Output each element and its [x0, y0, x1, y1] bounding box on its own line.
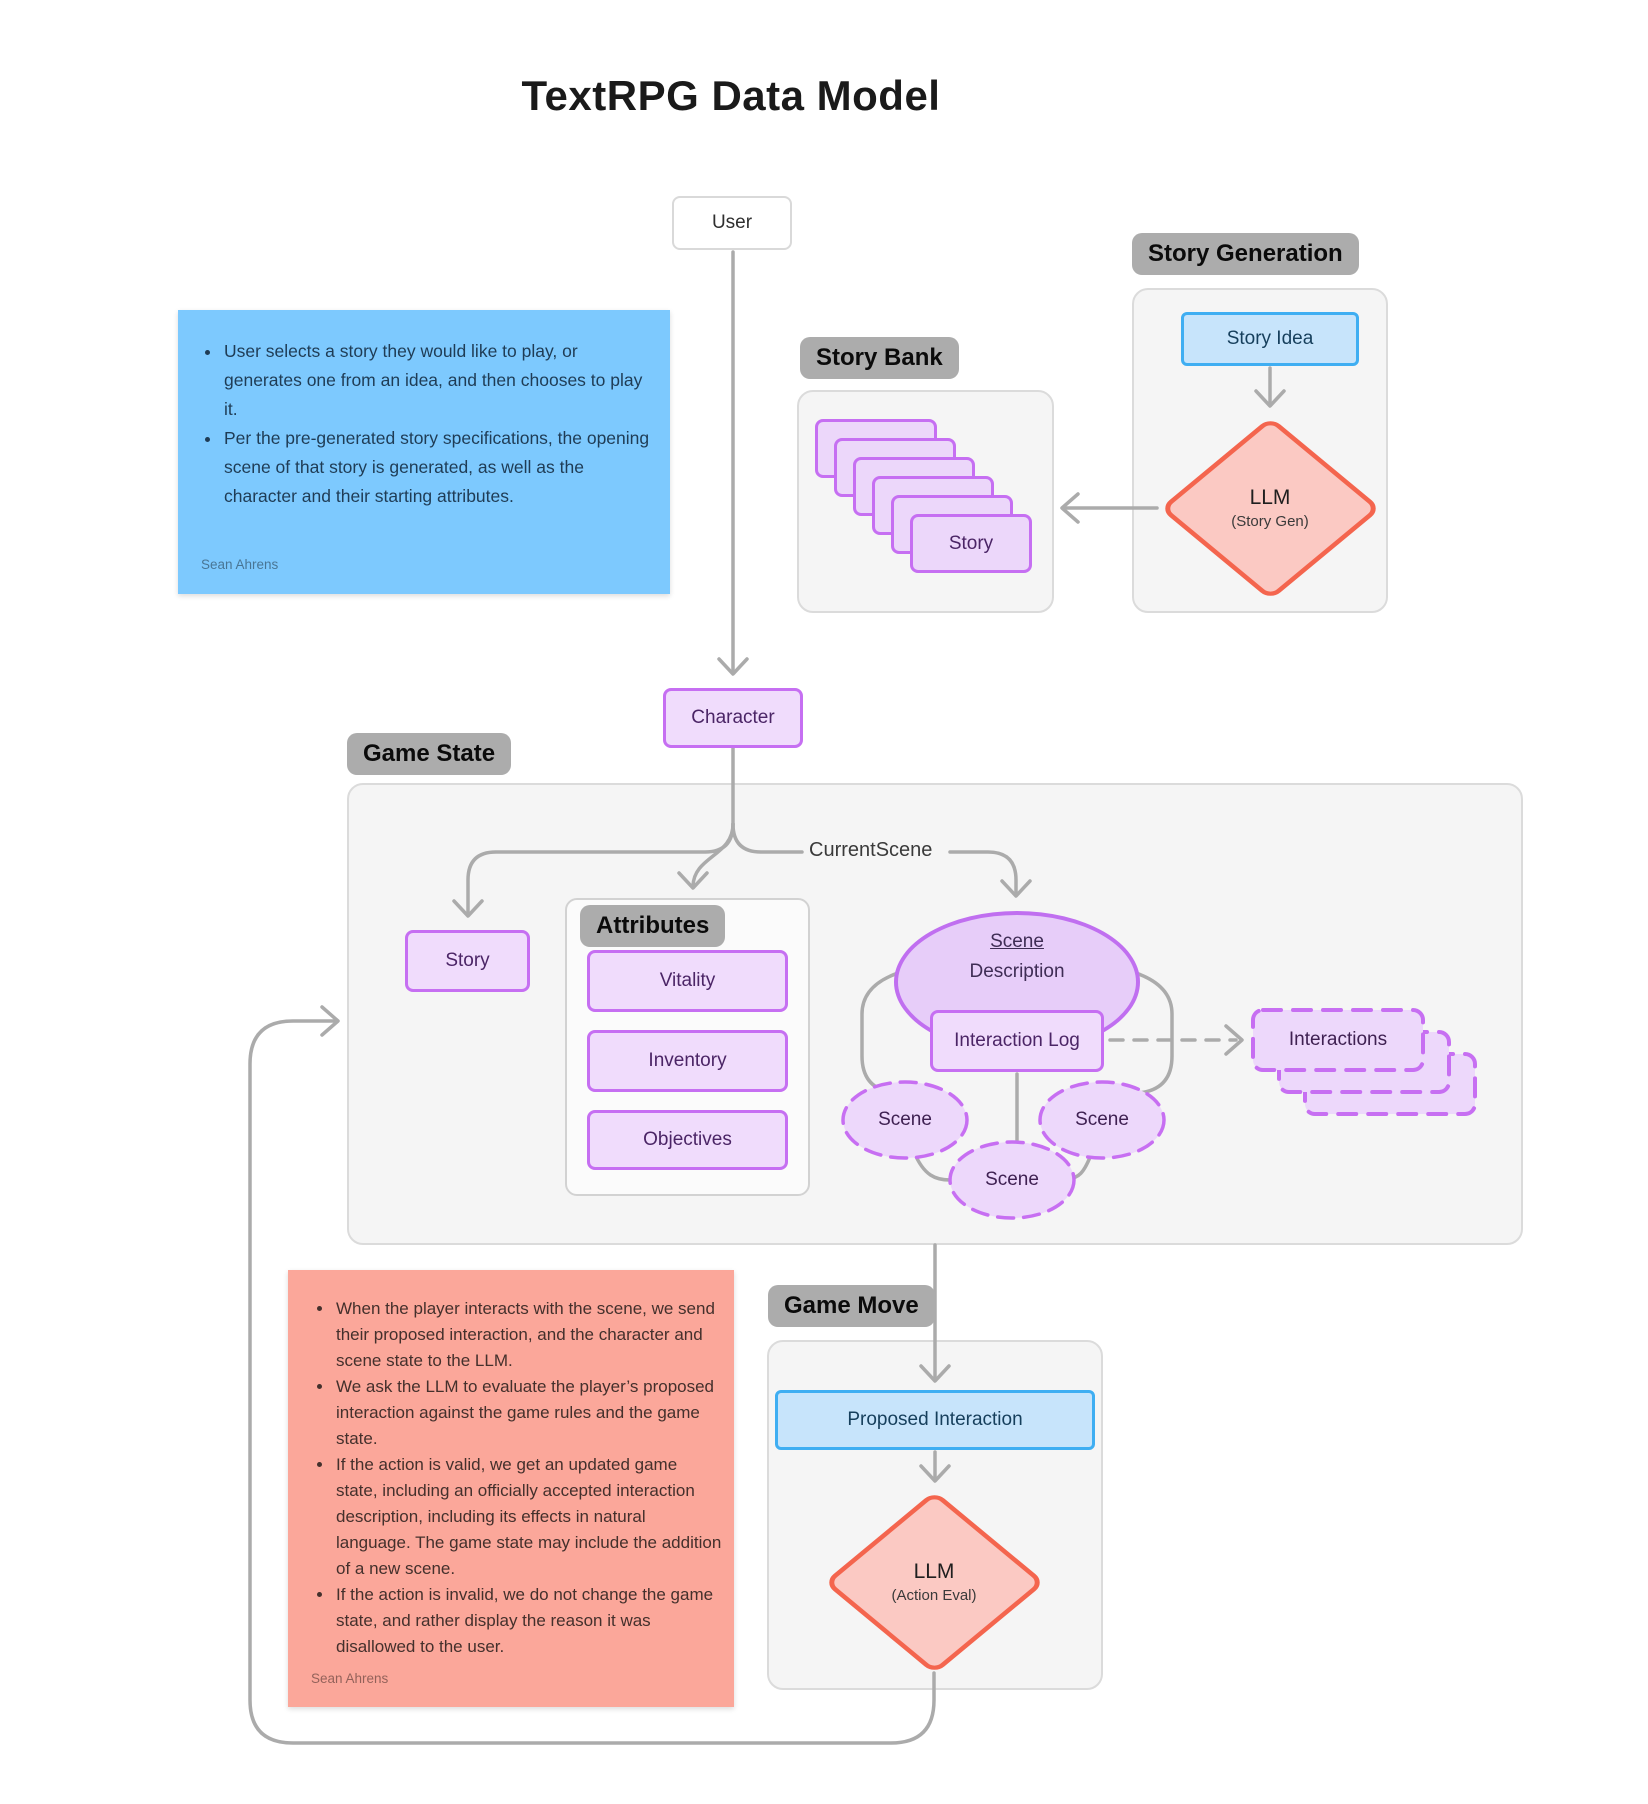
scene-label-bottom: Scene [985, 1169, 1039, 1190]
scene-description-line2: Description [969, 961, 1065, 982]
blue-note-bullets: User selects a story they would like to … [200, 337, 650, 511]
story-idea-node: Story Idea [1181, 312, 1359, 366]
game-state-chip: Game State [347, 733, 512, 775]
scene-description-label: Scene Description [894, 927, 1140, 987]
blue-sticky-note: User selects a story they would like to … [178, 310, 670, 594]
interactions-label: Interactions [1288, 1029, 1388, 1050]
pink-sticky-note: When the player interacts with the scene… [288, 1270, 734, 1707]
note-attribution: Sean Ahrens [201, 557, 279, 572]
story-card-label: Story [948, 532, 994, 554]
arrowhead-user-character [717, 657, 749, 676]
objectives-node: Objectives [587, 1110, 788, 1170]
scene-description-line1: Scene [990, 931, 1044, 952]
note-bullet: If the action is valid, we get an update… [334, 1452, 722, 1582]
llm-story-gen-subtitle: (Story Gen) [1231, 513, 1309, 530]
proposed-interaction-node: Proposed Interaction [775, 1390, 1095, 1450]
llm-story-gen-title: LLM [1249, 486, 1291, 509]
vitality-node: Vitality [587, 950, 788, 1012]
note-bullet: We ask the LLM to evaluate the player’s … [334, 1374, 722, 1452]
attributes-chip: Attributes [580, 905, 726, 947]
llm-action-eval-diamond: LLM (Action Eval) [822, 1489, 1046, 1675]
note-attribution: Sean Ahrens [311, 1671, 389, 1686]
character-node: Character [663, 688, 803, 748]
note-bullet: When the player interacts with the scene… [334, 1296, 722, 1374]
current-scene-label: CurrentScene [804, 839, 938, 862]
story-bank-chip: Story Bank [800, 337, 959, 379]
llm-story-gen-diamond: LLM (Story Gen) [1158, 415, 1382, 601]
note-bullet: Per the pre-generated story specificatio… [222, 424, 650, 511]
note-bullet: If the action is invalid, we do not chan… [334, 1582, 722, 1660]
llm-action-eval-subtitle: (Action Eval) [891, 1587, 977, 1604]
story-node: Story [405, 930, 530, 992]
scene-label-right: Scene [1075, 1109, 1129, 1130]
pink-note-bullets: When the player interacts with the scene… [312, 1296, 722, 1660]
inventory-node: Inventory [587, 1030, 788, 1092]
user-node: User [672, 196, 792, 250]
arrowhead-loopback [320, 1005, 340, 1037]
llm-action-eval-title: LLM [913, 1560, 955, 1583]
scene-label-left: Scene [878, 1109, 932, 1130]
interaction-log-node: Interaction Log [930, 1010, 1104, 1072]
story-generation-chip: Story Generation [1132, 233, 1359, 275]
story-card-front: Story [910, 514, 1032, 573]
game-move-chip: Game Move [768, 1285, 935, 1327]
arrowhead-llm-storybank [1060, 492, 1080, 524]
note-bullet: User selects a story they would like to … [222, 337, 650, 424]
page-title: TextRPG Data Model [521, 72, 941, 119]
